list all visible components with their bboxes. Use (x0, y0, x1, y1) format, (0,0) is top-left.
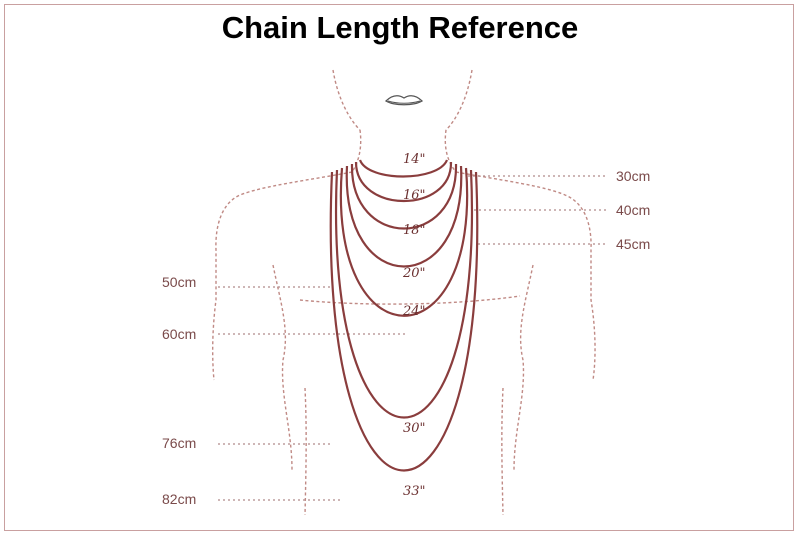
inch-label-14: 14" (403, 152, 426, 167)
cm-label-45: 45cm (616, 236, 650, 252)
mouth-icon (384, 95, 424, 106)
inch-label-16: 16" (403, 188, 426, 203)
chain-14-inch (358, 159, 449, 178)
chain-18-inch (350, 163, 458, 230)
right-waist-outline (501, 387, 504, 516)
left-shoulder-outline (211, 171, 353, 381)
chain-16-inch (354, 161, 453, 202)
neck-left-outline (351, 129, 362, 173)
chain-20-inch (345, 165, 463, 268)
inch-label-24: 24" (402, 304, 426, 319)
cm-label-50: 50cm (162, 274, 196, 290)
face-left-outline (332, 69, 361, 131)
chain-30-inch (334, 169, 474, 419)
left-arm-inner-outline (272, 264, 293, 471)
page-title: Chain Length Reference (221, 10, 579, 45)
chest-line (299, 295, 521, 305)
inch-label-20: 20" (402, 266, 426, 281)
neck-right-outline (444, 129, 457, 173)
face-right-outline (445, 69, 473, 131)
inch-label-18: 18" (403, 223, 426, 238)
cm-label-30: 30cm (616, 168, 650, 184)
left-waist-outline (304, 387, 307, 516)
right-shoulder-outline (455, 171, 596, 381)
chain-33-inch (329, 171, 479, 472)
cm-label-40: 40cm (616, 202, 650, 218)
body-outline (211, 69, 596, 516)
inch-label-30: 30" (403, 421, 426, 436)
chain-24-inch (339, 167, 469, 317)
cm-label-76: 76cm (162, 435, 196, 451)
inch-label-33: 33" (403, 484, 426, 499)
cm-label-82: 82cm (162, 491, 196, 507)
diagram-frame (4, 4, 794, 531)
cm-label-60: 60cm (162, 326, 196, 342)
right-arm-inner-outline (513, 264, 534, 471)
